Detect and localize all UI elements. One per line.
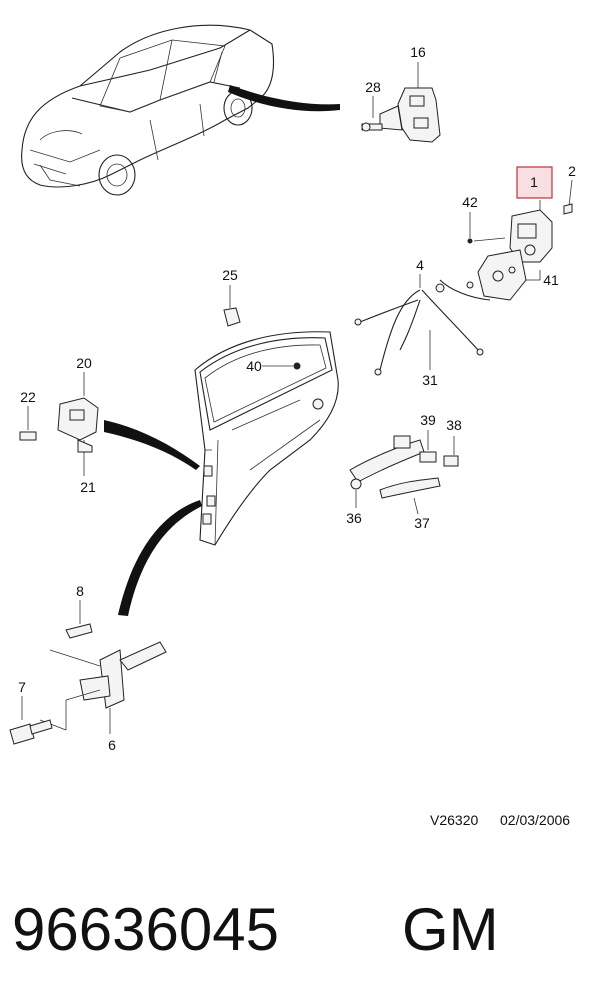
callout-25: 25: [222, 267, 238, 283]
callout-42: 42: [462, 194, 478, 210]
callout-41: 41: [543, 272, 559, 288]
callout-40: 40: [246, 358, 262, 374]
parts-36-39-handles: [349, 430, 459, 515]
callout-28: 28: [365, 79, 381, 95]
callout-36: 36: [346, 510, 362, 526]
reference-date: 02/03/2006: [500, 812, 570, 828]
part-25-bumper: [223, 285, 241, 327]
cables-4-31: [354, 274, 491, 376]
callout-7: 7: [18, 679, 26, 695]
car-illustration: [21, 24, 275, 196]
rear-door: [194, 331, 339, 546]
part-number: 96636045: [12, 896, 279, 963]
callout-20: 20: [76, 355, 92, 371]
leader-swoosh-top: [228, 85, 340, 112]
callout-8: 8: [76, 583, 84, 599]
callout-21: 21: [80, 479, 96, 495]
callout-38: 38: [446, 417, 462, 433]
callout-16: 16: [410, 44, 426, 60]
parts-6-7-8-door-checker: [9, 600, 167, 745]
part-16-upper-hinge: [361, 62, 441, 143]
part-20-lower-hinge: [19, 372, 99, 476]
callout-37: 37: [414, 515, 430, 531]
callout-1: 1: [530, 174, 538, 190]
leader-swoosh-mid: [104, 420, 200, 470]
callout-2: 2: [568, 163, 576, 179]
callout-6: 6: [108, 737, 116, 753]
part-1-door-latch: [467, 179, 573, 301]
leader-swoosh-low: [118, 500, 202, 616]
reference-code: V26320: [430, 812, 478, 828]
brand: GM: [402, 896, 499, 963]
callout-22: 22: [20, 389, 36, 405]
highlight-box-1: [516, 166, 553, 199]
callout-39: 39: [420, 412, 436, 428]
callout-31: 31: [422, 372, 438, 388]
callout-4: 4: [416, 257, 424, 273]
